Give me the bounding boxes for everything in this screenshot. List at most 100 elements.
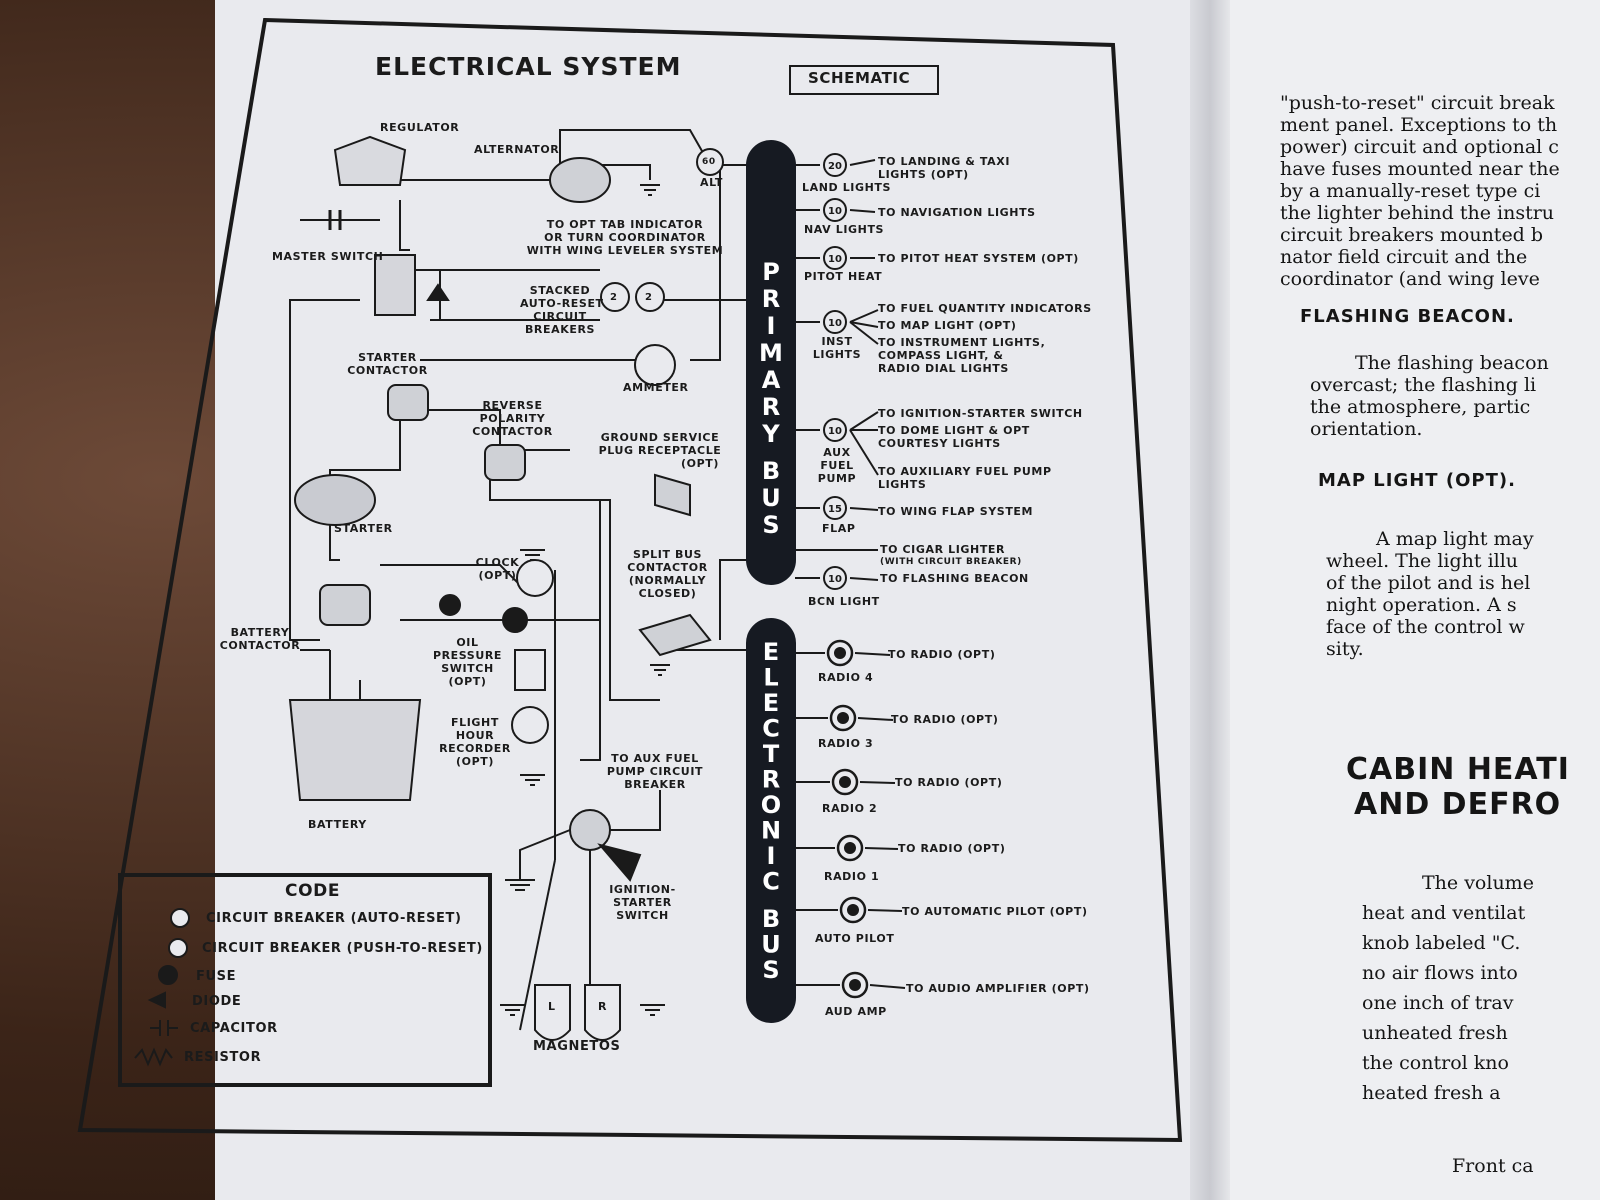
master-switch-icon [374, 254, 416, 316]
bus-letter: Y [761, 420, 780, 448]
primary-breaker-name-aux: AUX FUEL PUMP [817, 446, 857, 485]
wire-regulator-alternator [390, 129, 711, 181]
legend-box [118, 873, 492, 1087]
ammeter-label: AMMETER [623, 381, 689, 394]
breaker-rating: 10 [828, 318, 842, 329]
starter-label: STARTER [334, 522, 393, 535]
bus-letter: B [762, 457, 780, 485]
primary-breaker-name-flap: FLAP [822, 522, 856, 535]
capacitor-icon [328, 210, 342, 230]
battery-icon [288, 699, 422, 801]
schematic-label-box [789, 65, 939, 95]
legend-title: CODE [285, 881, 341, 901]
electronic-breaker-core [837, 712, 849, 724]
ground-icon [640, 1004, 665, 1016]
legend-item-auto-reset: CIRCUIT BREAKER (AUTO-RESET) [206, 911, 462, 926]
legend-item-diode: DIODE [192, 994, 242, 1009]
wire-split-bus [489, 470, 660, 701]
bus-letter: B [762, 905, 780, 933]
primary-output-aux: TO IGNITION-STARTER SWITCH TO DOME LIGHT… [878, 407, 1083, 491]
electronic-output-autopilot: TO AUTOMATIC PILOT (OPT) [902, 905, 1088, 918]
electronic-breaker-core [834, 647, 846, 659]
breaker-rating: 10 [828, 574, 842, 585]
legend-item-capacitor: CAPACITOR [190, 1021, 278, 1036]
electronic-breaker-name-radio1: RADIO 1 [824, 870, 880, 883]
breaker-rating: 10 [828, 254, 842, 265]
electronic-breaker-core [849, 979, 861, 991]
circuit-breaker-icon [823, 496, 847, 520]
right-page-paragraph-top: "push-to-reset" circuit break ment panel… [1280, 92, 1560, 290]
battery-label: BATTERY [308, 818, 367, 831]
bus-letter: M [759, 339, 783, 367]
ammeter-icon [634, 344, 676, 386]
alt-breaker-icon [696, 148, 724, 176]
battery-contactor-label: BATTERY CONTACTOR [219, 626, 301, 652]
primary-breaker-name-pitot: PITOT HEAT [804, 270, 883, 283]
primary-output-flap: TO WING FLAP SYSTEM [878, 505, 1034, 518]
heading-flashing-beacon: FLASHING BEACON. [1300, 306, 1515, 327]
manual-left-page [215, 0, 1205, 1200]
legend-item-fuse: FUSE [196, 969, 237, 984]
legend-auto-reset-icon [170, 908, 190, 928]
fuse-icon [502, 607, 528, 633]
bus-letter: N [761, 817, 781, 845]
breaker-rating: 15 [828, 504, 842, 515]
primary-output-inst: TO FUEL QUANTITY INDICATORS TO MAP LIGHT… [878, 302, 1092, 375]
magneto-left-letter: L [548, 1000, 556, 1013]
stacked-breaker-2-rating: 2 [645, 292, 653, 303]
electronic-breaker-core [844, 842, 856, 854]
bus-letter: R [762, 393, 780, 421]
heading-map-light: MAP LIGHT (OPT). [1318, 470, 1516, 491]
bus-letter: U [761, 484, 781, 512]
schematic-frame [77, 17, 1183, 1143]
stacked-breaker-1-icon [600, 282, 630, 312]
manual-right-page [1205, 0, 1600, 1200]
bus-letter: R [762, 766, 780, 794]
circuit-breaker-icon [823, 246, 847, 270]
bus-letter: T [763, 740, 780, 768]
bus-letter: L [763, 664, 778, 692]
clock-label: CLOCK (OPT) [475, 556, 520, 582]
primary-output-pitot: TO PITOT HEAT SYSTEM (OPT) [878, 252, 1079, 265]
electronic-breaker-name-radio4: RADIO 4 [818, 671, 874, 684]
electronic-breaker-core [847, 904, 859, 916]
oil-pressure-switch-icon [514, 649, 546, 691]
right-page-paragraph-cabin: The volume heat and ventilat knob labele… [1362, 872, 1534, 1104]
bus-letter: E [763, 638, 779, 666]
electronic-breaker-icons [826, 639, 869, 999]
electronic-output-radio1: TO RADIO (OPT) [898, 842, 1006, 855]
bus-letter: C [762, 715, 780, 743]
stacked-breaker-2-icon [635, 282, 665, 312]
magnetos-label: MAGNETOS [533, 1039, 621, 1054]
starter-contactor-icon [387, 384, 429, 421]
bus-letter: P [762, 258, 780, 286]
right-page-paragraph-map: A map light may wheel. The light illu of… [1326, 528, 1534, 660]
starter-contactor-label: STARTER CONTACTOR [347, 351, 428, 377]
heading-cabin-heating: CABIN HEATI AND DEFRO [1346, 752, 1570, 822]
bus-letter: U [761, 931, 781, 959]
electronic-output-radio4: TO RADIO (OPT) [888, 648, 996, 661]
electronic-breaker-core [839, 776, 851, 788]
regulator-icon [333, 135, 407, 186]
electronic-breaker-name-radio3: RADIO 3 [818, 737, 874, 750]
electronic-output-radio2: TO RADIO (OPT) [895, 776, 1003, 789]
alt-breaker-rating: 60 [702, 157, 716, 167]
flight-hour-label: FLIGHT HOUR RECORDER (OPT) [439, 716, 511, 768]
circuit-breaker-icon [823, 153, 847, 177]
ground-icon [520, 774, 545, 786]
primary-bus-bar [746, 140, 796, 585]
master-diode-icon [426, 283, 450, 301]
primary-breaker-name-inst: INST LIGHTS [812, 335, 862, 361]
primary-output-bcn: TO CIGAR LIGHTER (WITH CIRCUIT BREAKER) … [880, 543, 1029, 585]
legend-resistor-icon [134, 1047, 173, 1067]
legend-diode-icon [147, 991, 166, 1009]
ground-icon [520, 549, 545, 561]
reverse-polarity-contactor-icon [484, 444, 526, 481]
bus-letter: E [763, 689, 779, 717]
legend-push-to-reset-icon [168, 938, 188, 958]
legend-item-push-to-reset: CIRCUIT BREAKER (PUSH-TO-RESET) [202, 941, 483, 956]
